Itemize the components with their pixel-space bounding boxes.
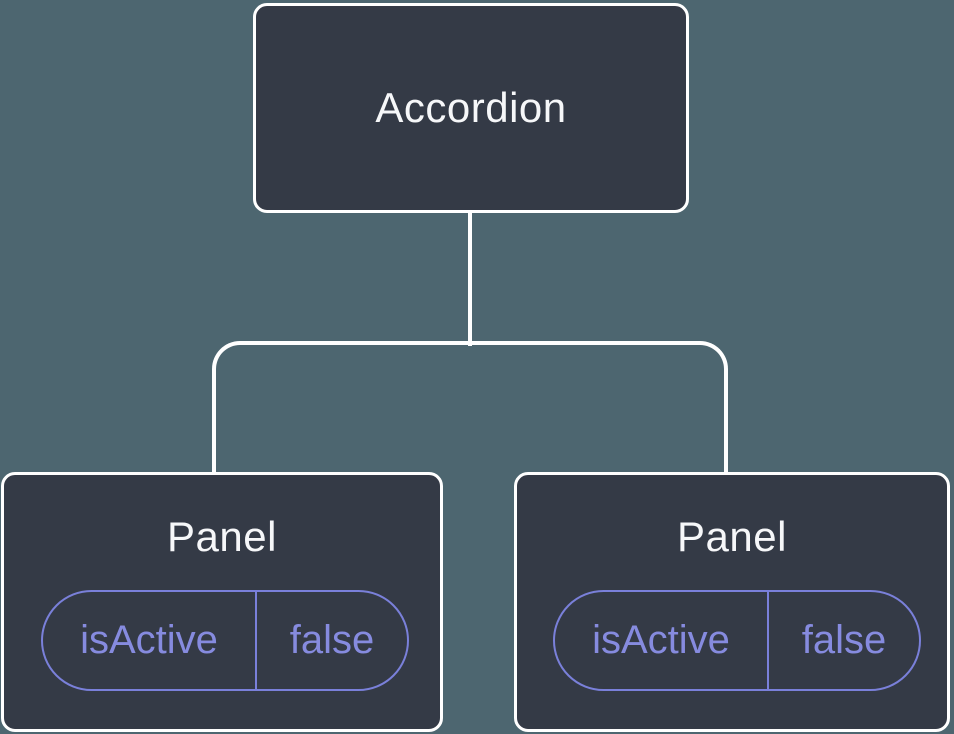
accordion-node-label: Accordion (375, 84, 567, 131)
state-key-label: isActive (80, 618, 218, 662)
tree-node-accordion: Accordion (253, 3, 689, 213)
state-pill: isActive false (553, 590, 921, 691)
connector-bracket (212, 341, 728, 472)
connector-stem (468, 210, 472, 346)
state-value-label: false (255, 592, 407, 689)
tree-node-panel-left: Panel isActive false (1, 472, 443, 732)
panel-node-label: Panel (167, 513, 277, 560)
tree-node-panel-right: Panel isActive false (514, 472, 950, 732)
state-value-label: false (767, 592, 919, 689)
state-pill: isActive false (41, 590, 409, 691)
panel-node-label: Panel (677, 513, 787, 560)
state-key-label: isActive (592, 618, 730, 662)
